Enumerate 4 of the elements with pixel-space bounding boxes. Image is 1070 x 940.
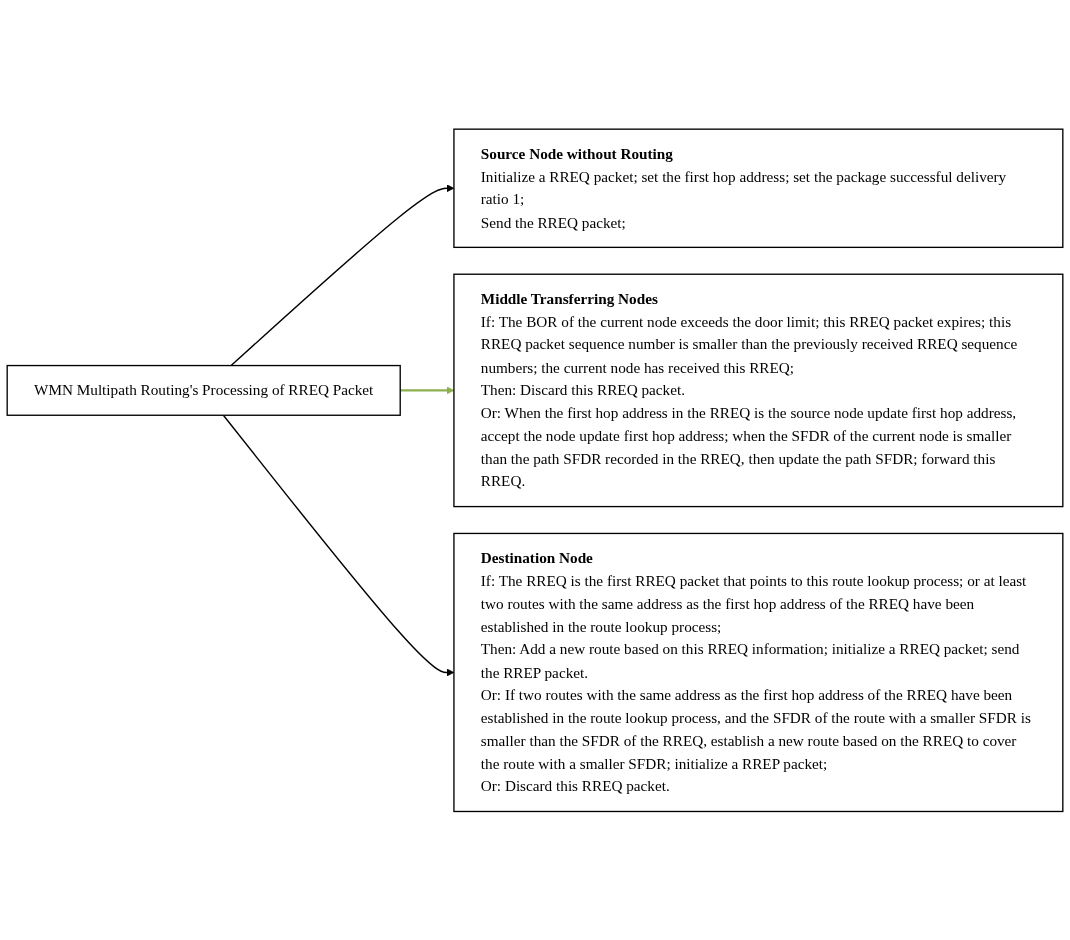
node-box: Source Node without Routing Initialize a RREQ packet; set the first hop address; set the package successful delivery ratio 1; Send the RREQ packet; bbox=[453, 128, 1064, 248]
node-box: Destination Node If: The RREQ is the first RREQ packet that points to this route lookup process; or at least two routes with the same address as the first hop address of the RREQ have been established in the route lookup process; Then: Add a new route based on this RREQ information; initialize a RREQ packet; send the RREP packet. Or: If two routes with the same address as the first hop address of the RREQ have been established in the route lookup process, and the SFDR of the route with a smaller SFDR is smaller than the SFDR of the RREQ, establish a new route based on the RREQ to cover the route with a smaller SFDR; initialize a RREP packet; Or: Discard this RREQ packet. bbox=[453, 532, 1064, 812]
node-box: Middle Transferring Nodes If: The BOR of the current node exceeds the door limit; this RREQ packet expires; this RREQ packet sequence number is smaller than the previously received RREQ sequence numbers; the current node has received this RREQ; Then: Discard this RREQ packet. Or: When the first hop address in the RREQ is the source node update first hop address, accept the node update first hop address; when the SFDR of the current node is smaller than the path SFDR recorded in the RREQ, then update the path SFDR; forward this RREQ. bbox=[453, 273, 1064, 507]
node-box: WMN Multipath Routing's Processing of RREQ Packet bbox=[6, 364, 401, 416]
